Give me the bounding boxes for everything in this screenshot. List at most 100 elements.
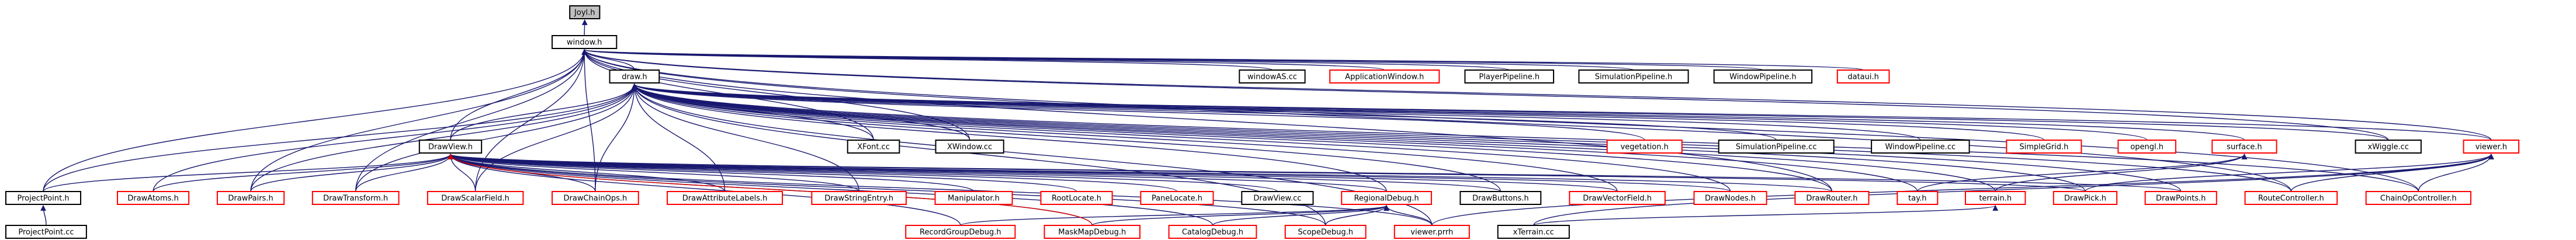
node-box-drawviewcc[interactable] [1241, 191, 1314, 205]
node-box-rootlocate[interactable] [1040, 191, 1113, 205]
node-maskmap[interactable]: MaskMapDebug.h [1043, 225, 1141, 239]
node-drawview[interactable]: DrawView.h [418, 140, 483, 154]
node-drawbuttons[interactable]: DrawButtons.h [1459, 191, 1542, 205]
node-drawpoints[interactable]: DrawPoints.h [2144, 191, 2217, 205]
node-drawvector[interactable]: DrawVectorField.h [1569, 191, 1666, 205]
node-draw[interactable]: draw.h [609, 69, 660, 84]
node-box-vegetation[interactable] [1606, 140, 1683, 154]
node-drawpick[interactable]: DrawPick.h [2053, 191, 2118, 205]
node-terrain[interactable]: terrain.h [1964, 191, 2026, 205]
node-box-regionaldebug[interactable] [1341, 191, 1432, 205]
node-appwindow[interactable]: ApplicationWindow.h [1329, 69, 1440, 84]
node-box-drawpairs[interactable] [216, 191, 285, 205]
node-winpipecc[interactable]: WindowPipeline.cc [1871, 140, 1970, 154]
node-winpipeh[interactable]: WindowPipeline.h [1713, 69, 1813, 84]
node-box-scopedebug[interactable] [1284, 225, 1367, 239]
node-box-panelocate[interactable] [1140, 191, 1214, 205]
node-box-simpipeh[interactable] [1578, 69, 1689, 84]
node-box-drawstringentry[interactable] [811, 191, 907, 205]
node-box-simplegrid[interactable] [2006, 140, 2082, 154]
node-box-xterrain[interactable] [1497, 225, 1570, 239]
node-xwiggle[interactable]: xWiggle.cc [2355, 140, 2422, 154]
node-vegetation[interactable]: vegetation.h [1606, 140, 1683, 154]
node-box-routecontroller[interactable] [2244, 191, 2338, 205]
node-box-drawnodes[interactable] [1693, 191, 1767, 205]
node-box-drawtransform[interactable] [311, 191, 400, 205]
node-simplegrid[interactable]: SimpleGrid.h [2006, 140, 2082, 154]
node-recordgroup[interactable]: RecordGroupDebug.h [905, 225, 1016, 239]
node-simpipecc[interactable]: SimulationPipeline.cc [1718, 140, 1835, 154]
node-box-window[interactable] [552, 35, 618, 49]
node-box-drawvector[interactable] [1569, 191, 1666, 205]
node-opengl[interactable]: opengl.h [2117, 140, 2176, 154]
node-box-chainopcontroller[interactable] [2365, 191, 2471, 205]
node-drawtransform[interactable]: DrawTransform.h [311, 191, 400, 205]
node-box-maskmap[interactable] [1043, 225, 1141, 239]
node-box-projectpointcc[interactable] [5, 225, 87, 239]
node-box-drawscalar[interactable] [427, 191, 524, 205]
node-xwindow[interactable]: XWindow.cc [935, 140, 1004, 154]
node-drawstringentry[interactable]: DrawStringEntry.h [811, 191, 907, 205]
node-joyl[interactable]: Joyl.h [569, 5, 601, 19]
node-xterrain[interactable]: xTerrain.cc [1497, 225, 1570, 239]
node-box-drawrouter[interactable] [1794, 191, 1870, 205]
node-drawscalar[interactable]: DrawScalarField.h [427, 191, 524, 205]
node-manipulator[interactable]: Manipulator.h [934, 191, 1013, 205]
node-box-joyl[interactable] [569, 5, 601, 19]
node-box-winpipeh[interactable] [1713, 69, 1813, 84]
node-box-drawchainops[interactable] [552, 191, 639, 205]
node-drawattrlabels[interactable]: DrawAttributeLabels.h [667, 191, 783, 205]
node-box-drawbuttons[interactable] [1459, 191, 1542, 205]
node-box-drawatoms[interactable] [117, 191, 190, 205]
node-window[interactable]: window.h [552, 35, 618, 49]
node-box-playerpipe[interactable] [1464, 69, 1555, 84]
node-windowascc[interactable]: windowAS.cc [1239, 69, 1306, 84]
node-drawviewcc[interactable]: DrawView.cc [1241, 191, 1314, 205]
node-box-drawattrlabels[interactable] [667, 191, 783, 205]
node-box-viewerprrh[interactable] [1393, 225, 1470, 239]
node-panelocate[interactable]: PaneLocate.h [1140, 191, 1214, 205]
node-box-surface[interactable] [2211, 140, 2277, 154]
node-catalogdebug[interactable]: CatalogDebug.h [1168, 225, 1257, 239]
node-box-manipulator[interactable] [934, 191, 1013, 205]
node-simpipeh[interactable]: SimulationPipeline.h [1578, 69, 1689, 84]
node-projectpointcc[interactable]: ProjectPoint.cc [5, 225, 87, 239]
node-drawpairs[interactable]: DrawPairs.h [216, 191, 285, 205]
node-box-tay[interactable] [1897, 191, 1939, 205]
node-surface[interactable]: surface.h [2211, 140, 2277, 154]
node-box-projectpoint[interactable] [5, 191, 82, 205]
node-box-winpipecc[interactable] [1871, 140, 1970, 154]
node-drawchainops[interactable]: DrawChainOps.h [552, 191, 639, 205]
node-playerpipe[interactable]: PlayerPipeline.h [1464, 69, 1555, 84]
node-drawrouter[interactable]: DrawRouter.h [1794, 191, 1870, 205]
node-box-xwiggle[interactable] [2355, 140, 2422, 154]
node-viewer[interactable]: viewer.h [2463, 140, 2520, 154]
node-chainopcontroller[interactable]: ChainOpController.h [2365, 191, 2471, 205]
node-box-draw[interactable] [609, 69, 660, 84]
node-box-appwindow[interactable] [1329, 69, 1440, 84]
node-projectpoint[interactable]: ProjectPoint.h [5, 191, 82, 205]
node-viewerprrh[interactable]: viewer.prrh [1393, 225, 1470, 239]
node-box-recordgroup[interactable] [905, 225, 1016, 239]
node-box-dataui[interactable] [1836, 69, 1890, 84]
node-box-terrain[interactable] [1964, 191, 2026, 205]
node-box-opengl[interactable] [2117, 140, 2176, 154]
node-box-catalogdebug[interactable] [1168, 225, 1257, 239]
node-box-drawpick[interactable] [2053, 191, 2118, 205]
node-xfont[interactable]: XFont.cc [847, 140, 900, 154]
node-box-xwindow[interactable] [935, 140, 1004, 154]
node-box-windowascc[interactable] [1239, 69, 1306, 84]
node-tay[interactable]: tay.h [1897, 191, 1939, 205]
node-box-simpipecc[interactable] [1718, 140, 1835, 154]
node-box-xfont[interactable] [847, 140, 900, 154]
node-routecontroller[interactable]: RouteController.h [2244, 191, 2338, 205]
node-rootlocate[interactable]: RootLocate.h [1040, 191, 1113, 205]
node-regionaldebug[interactable]: RegionalDebug.h [1341, 191, 1432, 205]
node-dataui[interactable]: dataui.h [1836, 69, 1890, 84]
node-box-drawview[interactable] [418, 140, 483, 154]
node-drawnodes[interactable]: DrawNodes.h [1693, 191, 1767, 205]
node-box-viewer[interactable] [2463, 140, 2520, 154]
node-drawatoms[interactable]: DrawAtoms.h [117, 191, 190, 205]
node-scopedebug[interactable]: ScopeDebug.h [1284, 225, 1367, 239]
node-box-drawpoints[interactable] [2144, 191, 2217, 205]
